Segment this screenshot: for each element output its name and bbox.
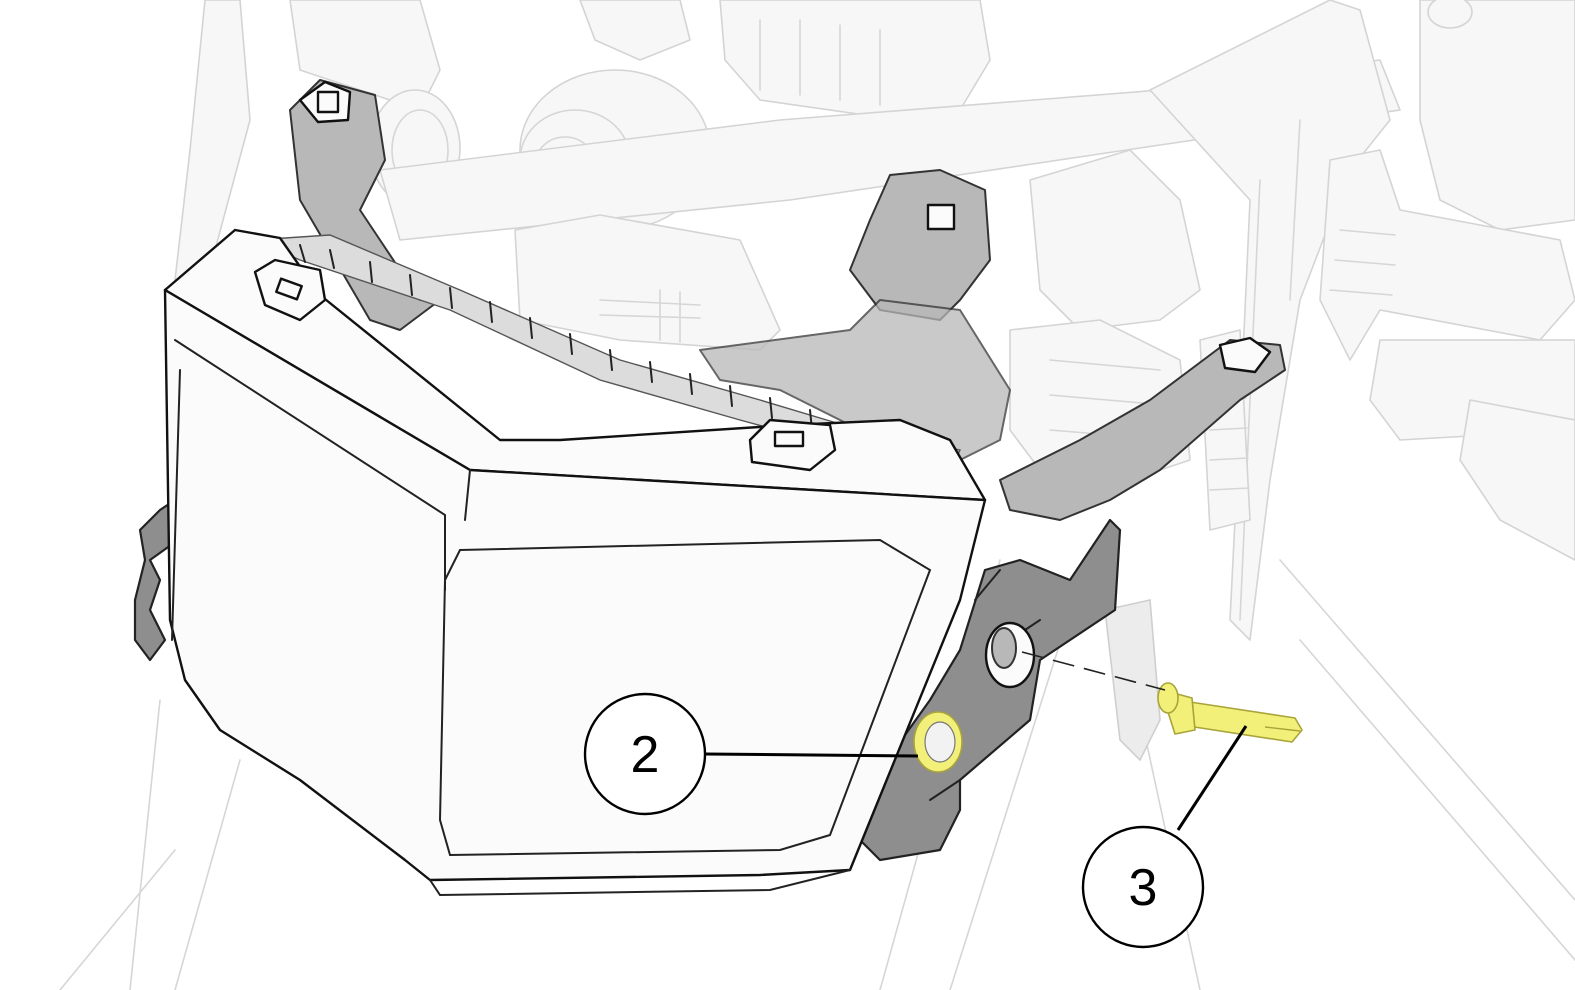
highlighted-parts bbox=[913, 651, 1303, 773]
bracket-right-arm bbox=[999, 339, 1286, 521]
center-connector-pins bbox=[599, 289, 701, 343]
grommet-bore bbox=[924, 721, 956, 763]
right-hose-rings bbox=[1329, 229, 1396, 296]
module-bottom-lip bbox=[429, 869, 851, 897]
callouts: 2 3 bbox=[583, 692, 1248, 949]
module-latch-slot-left bbox=[275, 277, 303, 301]
upper-right-screw bbox=[1427, 0, 1473, 29]
top-connector-ribs bbox=[759, 19, 881, 106]
bracket-left-tab-hole bbox=[316, 90, 340, 114]
left-frame-edge bbox=[59, 699, 241, 990]
fastener-head bbox=[1157, 682, 1179, 714]
right-hose-upper bbox=[1319, 149, 1575, 361]
top-left-bracket-shadow bbox=[579, 0, 691, 61]
control-module bbox=[163, 228, 987, 897]
module-side-panel bbox=[174, 339, 446, 591]
callout-3-circle bbox=[1081, 825, 1205, 949]
bracket-right-tab bbox=[1218, 336, 1272, 374]
right-wheel-arch bbox=[1459, 399, 1575, 561]
flange-hole-bore bbox=[991, 627, 1017, 669]
bracket-square-hole bbox=[926, 203, 956, 231]
center-multi-connector bbox=[514, 214, 781, 351]
upper-right-housing bbox=[1419, 0, 1575, 231]
alignment-dashed-line bbox=[1021, 651, 1166, 691]
callout-2-label: 2 bbox=[631, 726, 660, 784]
bracket-cross-plate bbox=[699, 299, 1011, 471]
module-front-panel bbox=[438, 538, 932, 857]
bracket-center-tab bbox=[849, 169, 991, 321]
module-top-edge bbox=[171, 369, 471, 641]
callout-3-leader bbox=[1176, 725, 1248, 831]
fastener-split-slot bbox=[1264, 726, 1301, 732]
background-components bbox=[59, 0, 1575, 990]
module-latch-slot-right bbox=[773, 430, 805, 448]
callout-2-circle bbox=[583, 692, 707, 816]
callout-2-leader bbox=[704, 752, 919, 758]
push-pin-fastener-icon bbox=[1157, 682, 1303, 743]
floor-panel-dark bbox=[1104, 599, 1161, 762]
mounting-bracket-assembly bbox=[133, 79, 1286, 862]
fastener-shaft bbox=[1187, 701, 1303, 743]
mid-connector-right bbox=[1029, 149, 1201, 331]
callout-3-label: 3 bbox=[1129, 859, 1158, 917]
right-panel-edge bbox=[1239, 119, 1301, 621]
